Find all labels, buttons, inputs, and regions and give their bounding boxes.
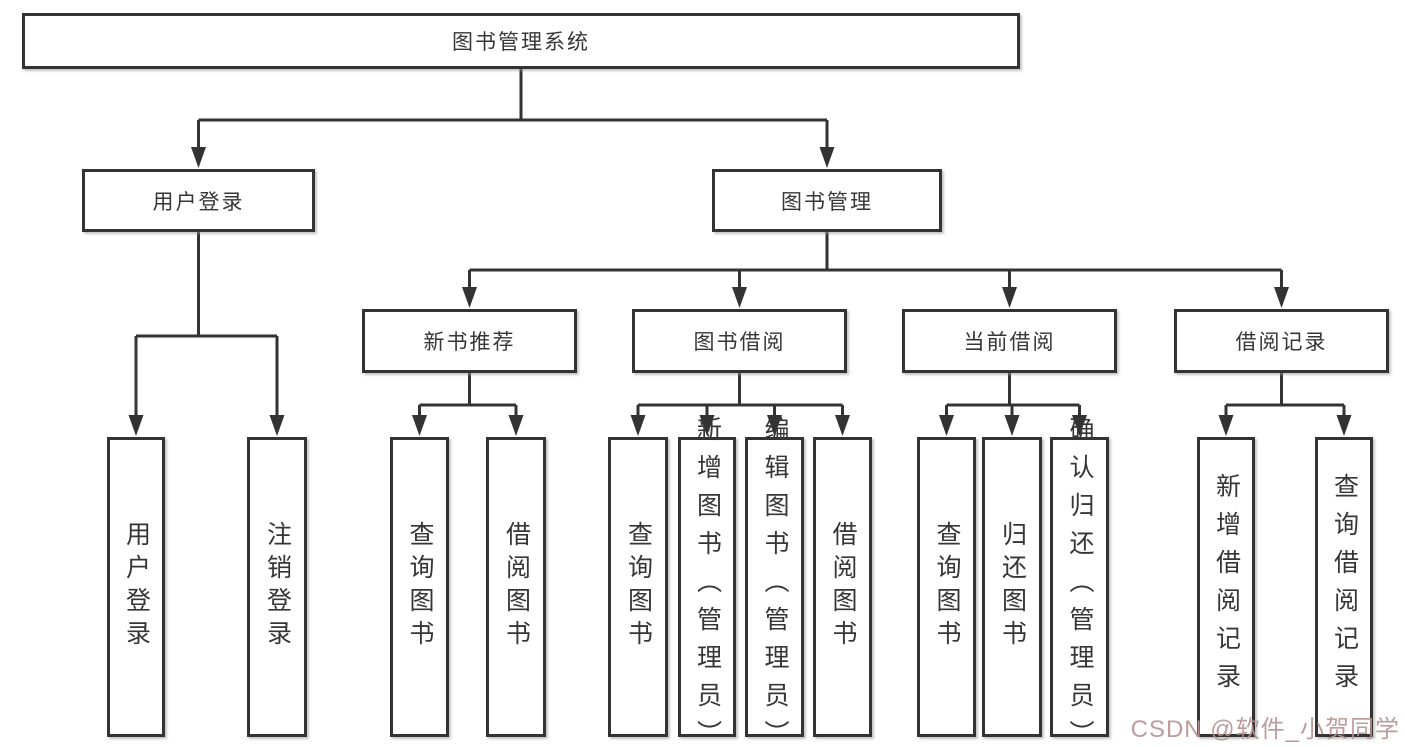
node-label-root: 图书管理系统 [452, 31, 590, 54]
node-edit-book: 编辑图书（管理员） [745, 416, 804, 747]
node-book-mgmt: 图书管理 [712, 169, 942, 232]
arrowhead-icon [767, 415, 782, 436]
node-label-book-mgmt: 图书管理 [781, 190, 873, 214]
node-label-borrow-records: 借阅记录 [1235, 331, 1328, 354]
node-label-borrow-book-1: 借阅图书 [502, 521, 531, 653]
node-root: 图书管理系统 [22, 13, 1020, 69]
node-borrow-records: 借阅记录 [1174, 309, 1389, 373]
node-logout: 注销登录 [247, 437, 307, 737]
node-label-return-book: 归还图书 [998, 521, 1027, 653]
arrowhead-icon [1072, 415, 1087, 436]
arrowhead-icon [191, 147, 206, 168]
node-label-query-book-2: 查询图书 [624, 521, 653, 653]
node-label-edit-book: 编辑图书（管理员） [761, 416, 789, 747]
node-label-add-book: 新增图书（管理员） [693, 416, 722, 747]
node-borrow-book-2: 借阅图书 [813, 437, 872, 737]
arrowhead-icon [819, 147, 835, 168]
node-query-book-2: 查询图书 [608, 437, 668, 737]
tree-connector-path [134, 69, 1346, 419]
node-label-query-record: 查询借阅记录 [1330, 473, 1359, 701]
arrowhead-icon [1004, 415, 1020, 436]
node-label-borrow-book-2: 借阅图书 [829, 521, 857, 653]
node-query-book-1: 查询图书 [390, 437, 449, 737]
arrowhead-icon [1002, 287, 1017, 308]
node-add-record: 新增借阅记录 [1197, 437, 1255, 737]
arrowhead-icon [732, 287, 747, 308]
node-return-book: 归还图书 [982, 437, 1042, 737]
node-label-current-borrow: 当前借阅 [963, 331, 1056, 354]
node-borrow-book-1: 借阅图书 [486, 437, 546, 737]
arrowhead-icon [939, 415, 954, 436]
arrowhead-icon [269, 415, 285, 436]
arrowhead-icon [508, 415, 524, 436]
node-label-book-borrow: 图书借阅 [693, 331, 786, 354]
node-confirm-return: 确认归还（管理员） [1050, 416, 1109, 747]
node-add-book: 新增图书（管理员） [678, 416, 736, 747]
node-label-confirm-return: 确认归还（管理员） [1066, 416, 1094, 747]
arrowhead-icon [699, 415, 715, 436]
arrowhead-icon [462, 287, 477, 308]
node-current-borrow: 当前借阅 [902, 309, 1117, 373]
node-query-record: 查询借阅记录 [1315, 437, 1373, 737]
arrowhead-icon [412, 415, 427, 436]
node-label-add-record: 新增借阅记录 [1212, 473, 1241, 701]
node-label-query-book-3: 查询图书 [933, 521, 961, 653]
arrowhead-icon [1218, 415, 1234, 436]
node-query-book-3: 查询图书 [917, 437, 976, 737]
node-book-borrow: 图书借阅 [632, 309, 847, 373]
arrowhead-icon [630, 415, 646, 436]
arrowhead-icon [835, 415, 850, 436]
node-label-login: 用户登录 [122, 521, 151, 653]
node-label-new-books: 新书推荐 [423, 331, 516, 354]
node-label-query-book-1: 查询图书 [406, 521, 434, 653]
arrowhead-icon [1274, 287, 1289, 308]
node-login: 用户登录 [107, 437, 165, 737]
node-user-login: 用户登录 [82, 169, 315, 232]
arrowhead-icon [1336, 415, 1352, 436]
arrowhead-icon [128, 415, 144, 436]
node-label-user-login: 用户登录 [152, 190, 245, 214]
csdn-watermark: CSDN @软件_小贺同学 [1130, 716, 1400, 743]
node-label-logout: 注销登录 [263, 521, 292, 653]
node-new-books: 新书推荐 [362, 309, 577, 373]
